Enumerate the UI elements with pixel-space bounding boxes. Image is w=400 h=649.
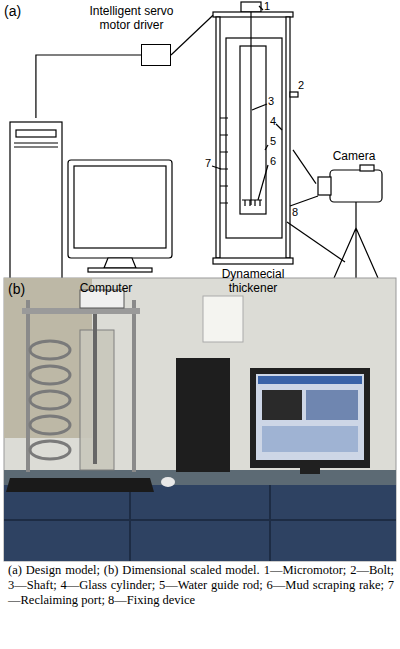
photo-window-bar: [258, 376, 362, 384]
leader-line: [276, 124, 282, 130]
thickener-drawing: [212, 2, 345, 264]
photo-tower: [176, 358, 230, 472]
tripod-column: [355, 202, 356, 228]
photo-monitor-stand: [300, 468, 320, 474]
connector-line: [36, 55, 141, 118]
micromotor: [241, 2, 261, 12]
viewfinder: [360, 165, 374, 171]
tripod-legs: [334, 228, 378, 282]
callout-number: 4: [270, 116, 276, 127]
mud-scraping-rake: [242, 200, 262, 206]
photo-video: [262, 390, 302, 420]
monitor-base: [88, 268, 152, 272]
callout-number: 1: [264, 1, 270, 12]
connector-line: [293, 150, 316, 184]
callout-number: 5: [270, 136, 276, 147]
callout-number: 3: [268, 96, 274, 107]
node-label: Camera: [316, 150, 392, 164]
photo-mouse: [161, 477, 175, 487]
camera-drawing: [290, 165, 382, 282]
leader-line: [252, 104, 267, 110]
panel-label: (b): [8, 282, 25, 296]
callout-number: 2: [298, 80, 304, 91]
computer-drawing: [10, 122, 172, 284]
leader-line: [212, 166, 221, 169]
frame-post: [216, 17, 220, 258]
photo-shaft: [93, 314, 97, 464]
photo-wall: [4, 278, 396, 561]
photo-bar: [22, 308, 140, 314]
reclaiming-ports: [220, 118, 228, 203]
fixing-device-line: [287, 222, 345, 262]
node-label: Computer: [61, 282, 151, 296]
leader-line: [259, 6, 263, 10]
photo-timeline: [262, 426, 358, 452]
computer-tower: [10, 122, 62, 284]
bolt: [290, 92, 298, 97]
servo-driver-box: Intelligent servo motor driver: [141, 44, 171, 66]
callout-number: 6: [270, 156, 276, 167]
callout-number: 7: [205, 158, 211, 169]
photo-panel: [4, 278, 396, 561]
camera-lens: [318, 177, 331, 195]
tower-line: [14, 146, 58, 147]
camera-body: [330, 170, 382, 202]
callout-number: 8: [292, 207, 298, 218]
monitor-neck: [104, 258, 136, 268]
frame-post: [286, 17, 290, 258]
photo-board: [4, 278, 92, 438]
top-plate: [213, 12, 293, 17]
photo-notice: [203, 296, 243, 342]
leader-line: [258, 165, 268, 200]
photo-cabinet: [4, 485, 396, 561]
drive-bay: [16, 130, 56, 137]
tower-line: [14, 142, 58, 143]
water-guide-rod: [240, 46, 266, 214]
computer-node: Computer: [6, 118, 176, 286]
photo-screen: [256, 374, 364, 460]
photo-panel-ui: [306, 390, 358, 420]
glass-cylinder: [226, 38, 282, 238]
figure-caption: (a) Design model; (b) Dimensional scaled…: [8, 563, 394, 608]
photo-rod: [132, 300, 136, 472]
photo-rod: [26, 300, 30, 472]
bottom-plate: [213, 258, 293, 264]
monitor-screen: [74, 166, 166, 248]
camera-node: Camera: [316, 150, 392, 206]
photo-cabinet-lines: [4, 485, 396, 561]
panel-label: (a): [4, 4, 21, 18]
photo-monitor: [250, 368, 370, 468]
node-label: Intelligent servo motor driver: [74, 5, 189, 33]
node-label: Dynamecial thickener: [213, 268, 293, 296]
leader-line: [265, 145, 268, 150]
photo-keyboard: [6, 478, 154, 492]
connector-line: [171, 15, 213, 55]
monitor-frame: [68, 160, 172, 258]
thickener-node: Dynamecial thickener: [213, 2, 293, 266]
shaft: [250, 12, 251, 205]
view-line: [290, 196, 318, 206]
photo-hoses: [30, 341, 70, 459]
